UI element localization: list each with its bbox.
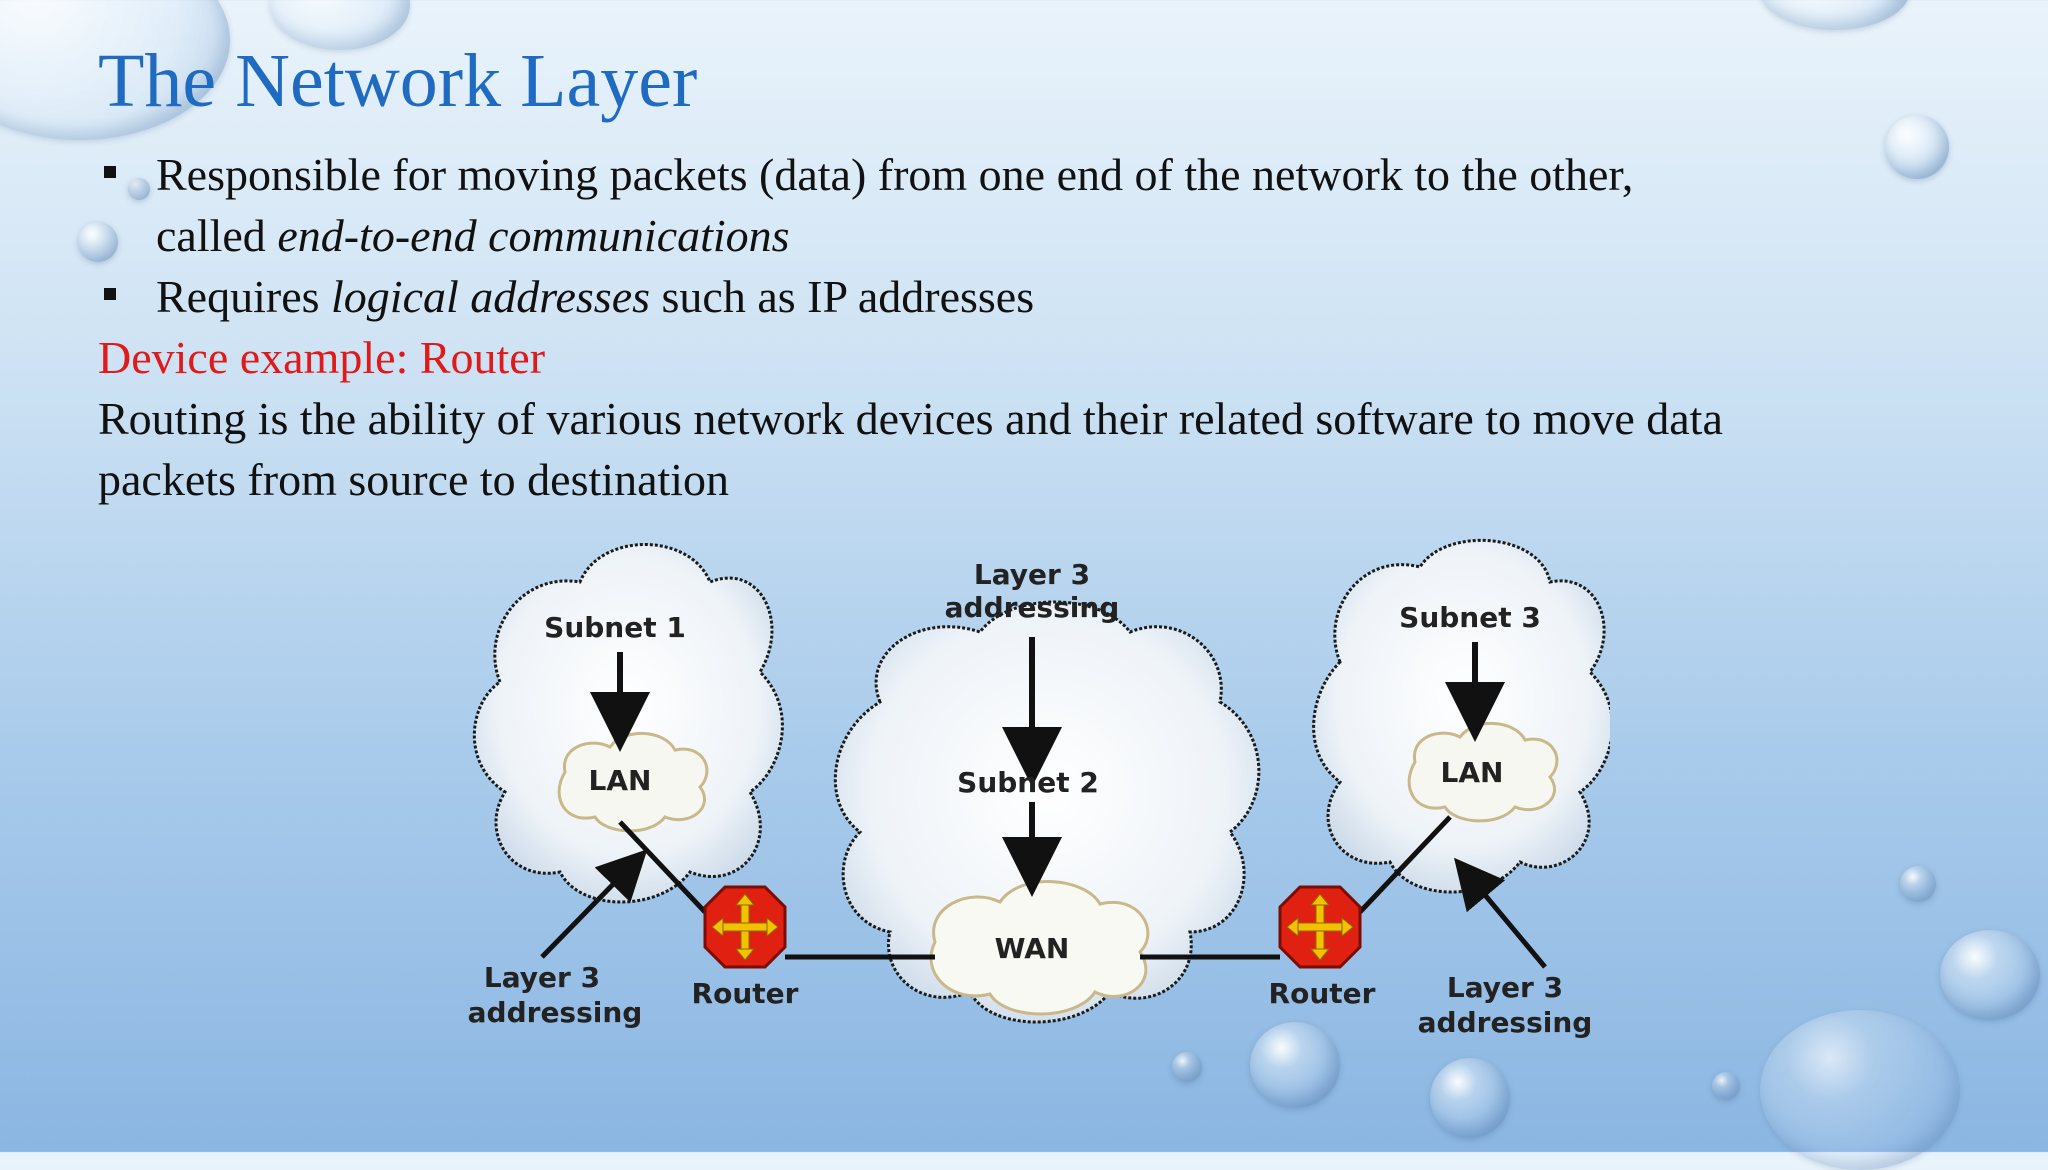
subnet-1-cloud xyxy=(472,543,784,904)
water-bubble xyxy=(1172,1052,1202,1082)
bullet-item-requires: Requires logical addresses such as IP ad… xyxy=(98,266,1968,327)
bullet-text: Responsible for moving packets (data) fr… xyxy=(156,149,1634,200)
lan-left-to-router-link xyxy=(618,820,707,914)
device-example: Device example: Router xyxy=(98,332,546,383)
router-left-icon xyxy=(703,885,787,969)
water-bubble xyxy=(1940,930,2040,1020)
label-subnet-2: Subnet 2 xyxy=(957,766,1099,799)
label-lan-right: LAN xyxy=(1441,756,1504,789)
label-router-left: Router xyxy=(692,977,799,1010)
bullet-text-end: such as IP addresses xyxy=(650,271,1035,322)
label-layer3-top-2: addressing xyxy=(945,591,1120,624)
routing-definition-line2: packets from source to destination xyxy=(98,454,730,505)
square-bullet-icon xyxy=(104,166,116,178)
label-layer3-right-1: Layer 3 xyxy=(1447,971,1563,1004)
water-bubble xyxy=(1885,115,1949,179)
bullet-text-italic: logical addresses xyxy=(331,271,651,322)
water-bubble xyxy=(1430,1058,1510,1138)
router-right-icon xyxy=(1278,885,1362,969)
network-diagram-svg: Subnet 1 Subnet 3 Subnet 2 LAN LAN WAN R… xyxy=(468,538,1610,1039)
water-bubble xyxy=(78,222,118,262)
label-layer3-left-1: Layer 3 xyxy=(484,961,600,994)
network-diagram: Subnet 1 Subnet 3 Subnet 2 LAN LAN WAN R… xyxy=(460,532,1610,1092)
bullet-text: Requires xyxy=(156,271,332,322)
water-bubble xyxy=(1712,1072,1740,1100)
water-bubble xyxy=(1250,1022,1340,1108)
label-subnet-1: Subnet 1 xyxy=(544,611,686,644)
water-bubble xyxy=(1900,866,1936,902)
square-bullet-icon xyxy=(104,288,116,300)
label-router-right: Router xyxy=(1269,977,1376,1010)
slide-title: The Network Layer xyxy=(98,39,698,123)
water-bubble xyxy=(1760,1010,1960,1170)
slide-body: Responsible for moving packets (data) fr… xyxy=(98,144,1968,510)
label-wan: WAN xyxy=(995,932,1070,965)
label-layer3-right-2: addressing xyxy=(1418,1006,1593,1039)
label-layer3-left-2: addressing xyxy=(468,996,643,1029)
water-bubble xyxy=(1760,0,1910,30)
arrow-layer3-right xyxy=(1453,857,1547,969)
bullet-text-italic: end-to-end communications xyxy=(277,210,790,261)
label-subnet-3: Subnet 3 xyxy=(1399,601,1541,634)
router-right-to-lan-link xyxy=(1358,815,1452,914)
arrow-layer3-left xyxy=(540,849,648,959)
bullet-text-cont: called xyxy=(156,210,278,261)
wan-cloud xyxy=(929,880,1150,1016)
label-lan-left: LAN xyxy=(589,764,652,797)
bullet-item-responsible: Responsible for moving packets (data) fr… xyxy=(98,144,1968,266)
label-layer3-top-1: Layer 3 xyxy=(974,558,1090,591)
routing-definition-line1: Routing is the ability of various networ… xyxy=(98,393,1723,444)
water-bubble xyxy=(128,178,150,200)
subnet-3-cloud xyxy=(1312,538,1610,894)
